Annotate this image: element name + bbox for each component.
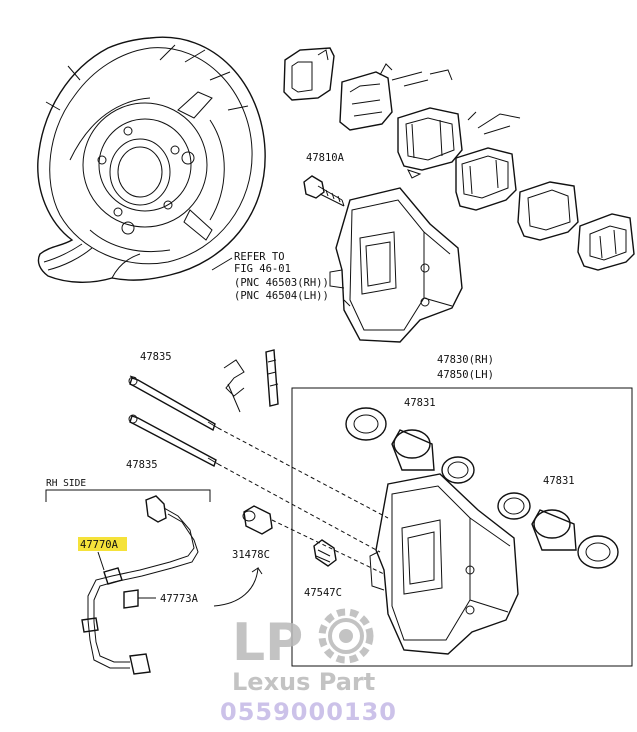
label-47830-rh: 47830(RH): [437, 354, 494, 366]
watermark-brand: Lexus Part: [232, 668, 375, 696]
label-rh-side: RH SIDE: [46, 478, 86, 489]
label-47831-left: 47831: [404, 397, 436, 409]
bleeder-cap-illustration: [242, 505, 273, 535]
label-47835-bottom: 47835: [126, 459, 158, 471]
backing-plate-illustration: [37, 36, 266, 283]
label-47773a: 47773A: [160, 593, 199, 605]
clips-illustration: [223, 349, 279, 413]
caliper-lower-illustration: [369, 473, 519, 655]
refer-line-1: REFER TO: [234, 251, 285, 263]
refer-line-3: (PNC 46503(RH)): [234, 277, 329, 289]
label-47831-right: 47831: [543, 475, 575, 487]
abs-sensor-illustration: [81, 495, 199, 675]
refer-line-2: FIG 46-01: [234, 263, 291, 275]
guide-pins-illustration: [128, 375, 389, 553]
gear-icon: [318, 608, 374, 664]
label-47770a: 47770A: [80, 539, 119, 551]
arrow-31478c: [213, 567, 263, 607]
caliper-upper-illustration: [329, 187, 463, 343]
label-47850-lh: 47850(LH): [437, 369, 494, 381]
leader-47770a: [97, 551, 105, 571]
highlight-47770a: [78, 537, 127, 551]
bolt-47810a-illustration: [303, 175, 345, 207]
refer-line-4: (PNC 46504(LH)): [234, 290, 329, 302]
watermark-phone: 0559000130: [220, 698, 397, 726]
label-47547c: 47547C: [304, 587, 342, 599]
caliper-assy-frame: [291, 387, 633, 667]
label-47835-top: 47835: [140, 351, 172, 363]
watermark-logo: LP: [232, 613, 303, 673]
watermark: LP Lexus Part 0559000130: [220, 608, 397, 726]
rh-side-bracket: [45, 489, 211, 502]
brake-pads-and-shims: [283, 47, 635, 271]
leader-refer: [211, 257, 233, 271]
label-31478c: 31478C: [232, 549, 270, 561]
label-47810a: 47810A: [306, 152, 345, 164]
bleeder-plug-illustration: [313, 539, 337, 567]
piston-seals-illustration: [345, 407, 619, 569]
